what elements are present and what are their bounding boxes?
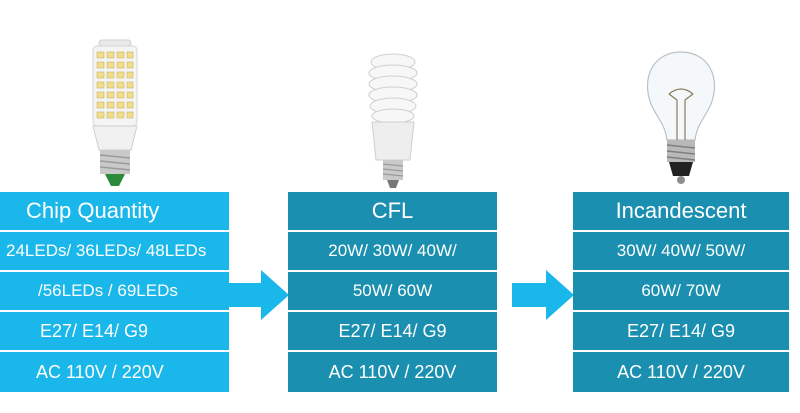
led-spec-table: Chip Quantity 24LEDs/ 36LEDs/ 48LEDs /56… [0, 192, 229, 394]
cfl-header: CFL [288, 192, 497, 230]
cfl-spec-table: CFL 20W/ 30W/ 40W/ 50W/ 60W E27/ E14/ G9… [288, 192, 497, 394]
led-voltage-row: AC 110V / 220V [0, 352, 229, 392]
cfl-wattage-row-2: 50W/ 60W [288, 272, 497, 310]
led-corn-bulb-icon [91, 39, 138, 186]
cfl-bulb-image [288, 0, 497, 190]
cfl-voltage-row: AC 110V / 220V [288, 352, 497, 392]
incandescent-wattage-row-2: 60W/ 70W [573, 272, 789, 310]
incandescent-base-row: E27/ E14/ G9 [573, 312, 789, 350]
incandescent-voltage-row: AC 110V / 220V [573, 352, 789, 392]
led-chip-row-2: /56LEDs / 69LEDs [0, 272, 229, 310]
arrow-right-icon [512, 270, 574, 325]
incandescent-spec-table: Incandescent 30W/ 40W/ 50W/ 60W/ 70W E27… [573, 192, 789, 394]
incandescent-wattage-row-1: 30W/ 40W/ 50W/ [573, 232, 789, 270]
cfl-spiral-bulb-icon [368, 53, 417, 188]
led-header: Chip Quantity [0, 192, 229, 230]
led-corn-bulb-image [0, 0, 229, 190]
incandescent-bulb-icon [646, 51, 716, 184]
led-base-row: E27/ E14/ G9 [0, 312, 229, 350]
incandescent-header: Incandescent [573, 192, 789, 230]
arrow-right-icon [227, 270, 289, 325]
cfl-base-row: E27/ E14/ G9 [288, 312, 497, 350]
cfl-wattage-row-1: 20W/ 30W/ 40W/ [288, 232, 497, 270]
incandescent-bulb-image [573, 0, 789, 190]
led-chip-row-1: 24LEDs/ 36LEDs/ 48LEDs [0, 232, 229, 270]
